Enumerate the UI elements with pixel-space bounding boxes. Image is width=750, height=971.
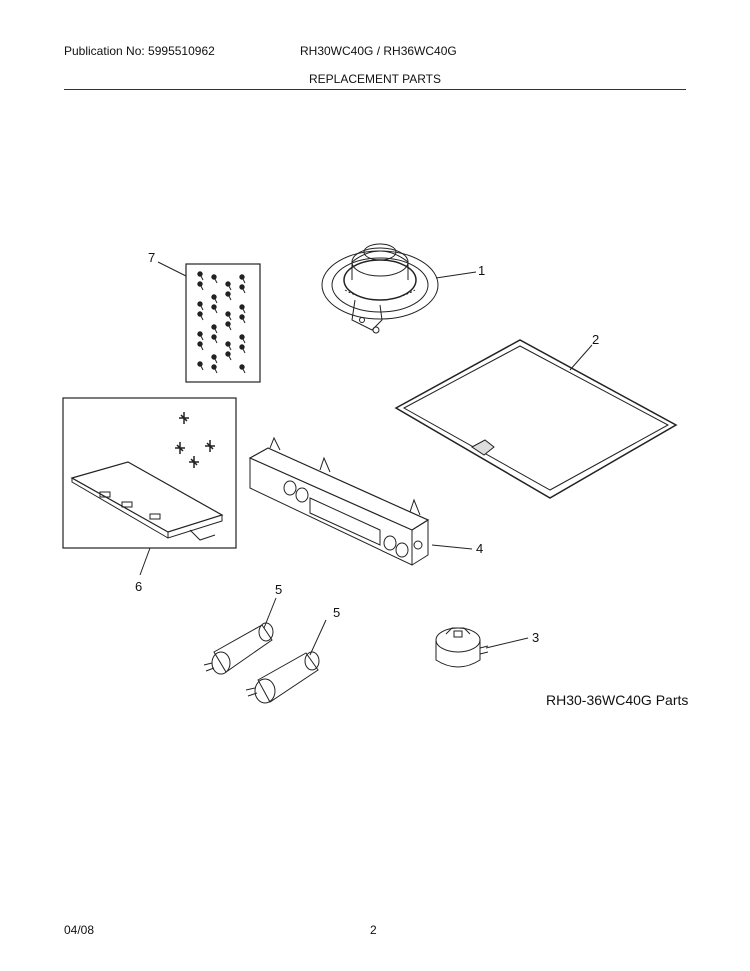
callout-5b: 5 bbox=[333, 605, 341, 620]
screw-icon bbox=[225, 341, 231, 347]
screw-shank bbox=[214, 278, 218, 284]
screw-icon bbox=[239, 274, 245, 280]
screw-icon bbox=[239, 344, 245, 350]
screw-shank bbox=[242, 348, 246, 354]
part-2-filter bbox=[394, 339, 678, 499]
screw-icon bbox=[211, 354, 217, 360]
screw-icon bbox=[239, 314, 245, 320]
part-7-hardware-kit bbox=[185, 263, 261, 383]
screw-icon bbox=[211, 304, 217, 310]
screw-shank bbox=[200, 315, 204, 321]
screw-shank bbox=[228, 355, 232, 361]
part-1-blower-motor bbox=[321, 243, 439, 334]
model-numbers: RH30WC40G / RH36WC40G bbox=[300, 44, 457, 58]
screw-shank bbox=[242, 308, 246, 314]
page-number: 2 bbox=[370, 923, 377, 937]
part-5-capacitor-b bbox=[245, 651, 320, 704]
screw-shank bbox=[200, 275, 204, 281]
screw-icon bbox=[197, 331, 203, 337]
screw-icon bbox=[211, 274, 217, 280]
screw-icon bbox=[239, 334, 245, 340]
screw-icon bbox=[211, 294, 217, 300]
part-6-control-board bbox=[62, 397, 237, 549]
screw-icon bbox=[197, 311, 203, 317]
screw-shank bbox=[242, 338, 246, 344]
leader-5a bbox=[263, 597, 277, 629]
screw-shank bbox=[200, 305, 204, 311]
screw-shank bbox=[228, 345, 232, 351]
screw-shank bbox=[228, 325, 232, 331]
callout-6: 6 bbox=[135, 579, 143, 594]
screw-icon bbox=[197, 271, 203, 277]
leader-2 bbox=[569, 344, 593, 371]
part-5-capacitor-a bbox=[203, 622, 274, 675]
callout-5a: 5 bbox=[275, 582, 283, 597]
section-title: REPLACEMENT PARTS bbox=[308, 72, 442, 86]
leader-6 bbox=[139, 547, 151, 576]
callout-4: 4 bbox=[476, 541, 484, 556]
screw-icon bbox=[197, 341, 203, 347]
screw-shank bbox=[200, 345, 204, 351]
screw-icon bbox=[225, 351, 231, 357]
screw-icon bbox=[239, 364, 245, 370]
part-3-switch bbox=[435, 627, 489, 668]
part-4-control-panel bbox=[248, 436, 430, 566]
diagram-caption: RH30-36WC40G Parts bbox=[546, 692, 689, 708]
screw-icon bbox=[197, 361, 203, 367]
screw-shank bbox=[214, 298, 218, 304]
publication-number: Publication No: 5995510962 bbox=[64, 44, 215, 58]
screw-icon bbox=[197, 301, 203, 307]
screw-shank bbox=[200, 285, 204, 291]
screw-icon bbox=[211, 334, 217, 340]
leader-5b bbox=[309, 619, 327, 656]
leader-7 bbox=[157, 261, 187, 277]
screw-shank bbox=[214, 328, 218, 334]
header-rule bbox=[64, 89, 686, 90]
screw-icon bbox=[225, 321, 231, 327]
callout-7: 7 bbox=[148, 250, 156, 265]
leader-1 bbox=[435, 271, 477, 279]
board-clip-icon bbox=[189, 456, 199, 468]
screw-shank bbox=[242, 318, 246, 324]
screw-shank bbox=[242, 288, 246, 294]
screw-icon bbox=[239, 284, 245, 290]
screw-shank bbox=[200, 335, 204, 341]
callout-2: 2 bbox=[592, 332, 600, 347]
screw-icon bbox=[239, 304, 245, 310]
screw-shank bbox=[228, 315, 232, 321]
leader-4 bbox=[431, 544, 473, 550]
screw-shank bbox=[242, 278, 246, 284]
screw-shank bbox=[228, 285, 232, 291]
board-clip-icon bbox=[179, 412, 189, 424]
callout-1: 1 bbox=[478, 263, 486, 278]
screw-icon bbox=[197, 281, 203, 287]
board-clip-icon bbox=[205, 440, 215, 452]
screw-icon bbox=[225, 291, 231, 297]
screw-icon bbox=[211, 324, 217, 330]
screw-shank bbox=[214, 308, 218, 314]
screw-icon bbox=[225, 311, 231, 317]
screw-shank bbox=[242, 368, 246, 374]
screw-shank bbox=[214, 358, 218, 364]
screw-icon bbox=[225, 281, 231, 287]
screw-shank bbox=[214, 338, 218, 344]
leader-3 bbox=[485, 637, 529, 649]
screw-icon bbox=[211, 364, 217, 370]
footer-date: 04/08 bbox=[64, 923, 95, 937]
screw-shank bbox=[200, 365, 204, 371]
board-clip-icon bbox=[175, 442, 185, 454]
callout-3: 3 bbox=[532, 630, 540, 645]
screw-shank bbox=[214, 368, 218, 374]
screw-shank bbox=[228, 295, 232, 301]
